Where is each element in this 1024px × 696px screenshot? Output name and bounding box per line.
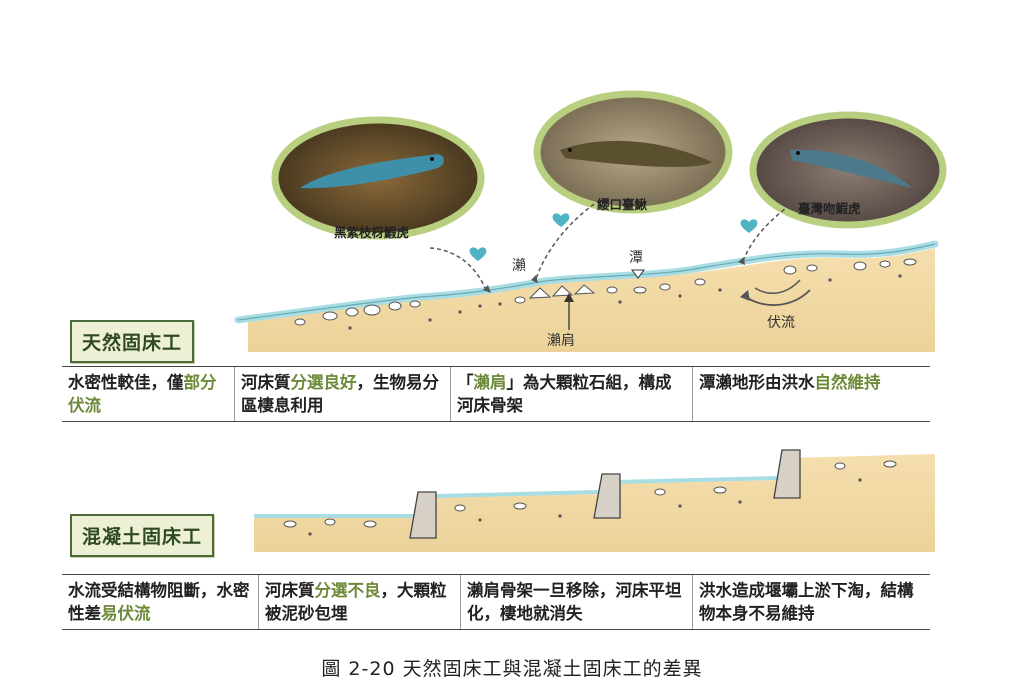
natural-section-label: 天然固床工 — [70, 320, 195, 363]
fish-label-3: 臺灣吻鰕虎 — [798, 201, 861, 216]
concrete-section-label: 混凝土固床工 — [70, 514, 215, 557]
fish-oval-3 — [749, 111, 947, 229]
concrete-riverbed — [254, 449, 935, 552]
pool-label: 潭 — [629, 250, 643, 266]
concrete-cell-4: 洪水造成堰壩上淤下淘，結構物本身不易維持 — [692, 575, 930, 629]
fish-label-1: 黑紫枝枒鰕虎 — [334, 225, 410, 240]
fish-oval-1 — [271, 116, 485, 240]
concrete-cell-3: 瀨肩骨架一旦移除，河床平坦化，棲地就消失 — [460, 575, 692, 629]
concrete-comparison-row: 水流受結構物阻斷，水密性差易伏流 河床質分選不良，大顆粒被泥砂包埋 瀨肩骨架一旦… — [62, 574, 930, 630]
fish-oval-2 — [533, 90, 733, 214]
natural-cell-1: 水密性較佳，僅部分伏流 — [68, 373, 217, 415]
underflow-label: 伏流 — [767, 315, 795, 331]
natural-cell-2: 河床質分選良好，生物易分區棲息利用 — [234, 367, 450, 421]
fish-label-2: 纓口臺鰍 — [597, 197, 648, 212]
natural-riverbed — [234, 240, 939, 352]
natural-comparison-row: 水密性較佳，僅部分伏流 河床質分選良好，生物易分區棲息利用 「瀨肩」為大顆粒石組… — [62, 366, 930, 422]
natural-cell-3: 「瀨肩」為大顆粒石組，構成河床骨架 — [450, 367, 692, 421]
riffle-label: 瀨 — [512, 258, 526, 274]
figure-caption: 圖 2-20 天然固床工與混凝土固床工的差異 — [321, 658, 703, 680]
concrete-cell-1: 水流受結構物阻斷，水密性差易伏流 — [68, 581, 250, 623]
riffle-shoulder-label: 瀨肩 — [547, 333, 575, 349]
natural-cell-4: 潭瀨地形由洪水自然維持 — [692, 367, 930, 421]
heart-icons — [469, 213, 758, 261]
concrete-cell-2: 河床質分選不良，大顆粒被泥砂包埋 — [258, 575, 460, 629]
